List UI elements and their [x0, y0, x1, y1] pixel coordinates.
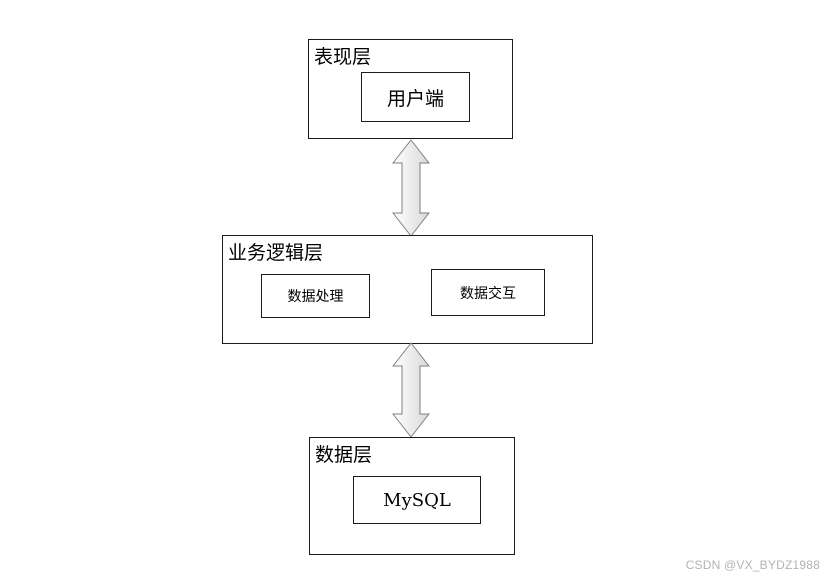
presentation-layer: 表现层 用户端	[308, 39, 513, 139]
data-processing-label: 数据处理	[287, 289, 344, 305]
data-layer-title: 数据层	[315, 444, 373, 466]
client-component: 用户端	[361, 72, 470, 122]
mysql-component-label: MySQL	[383, 489, 451, 511]
data-interaction-label: 数据交互	[460, 285, 516, 302]
watermark: CSDN @VX_BYDZ1988	[685, 558, 820, 572]
data-processing-component: 数据处理	[261, 274, 370, 318]
business-logic-layer: 业务逻辑层 数据处理 数据交互	[222, 235, 593, 344]
business-logic-layer-title: 业务逻辑层	[228, 242, 324, 264]
double-arrow-icon	[392, 139, 430, 237]
client-component-label: 用户端	[386, 87, 444, 110]
data-interaction-component: 数据交互	[431, 269, 545, 316]
data-layer: 数据层 MySQL	[309, 437, 515, 555]
double-arrow-icon	[392, 342, 430, 438]
presentation-layer-title: 表现层	[314, 46, 372, 68]
mysql-component: MySQL	[353, 476, 481, 524]
